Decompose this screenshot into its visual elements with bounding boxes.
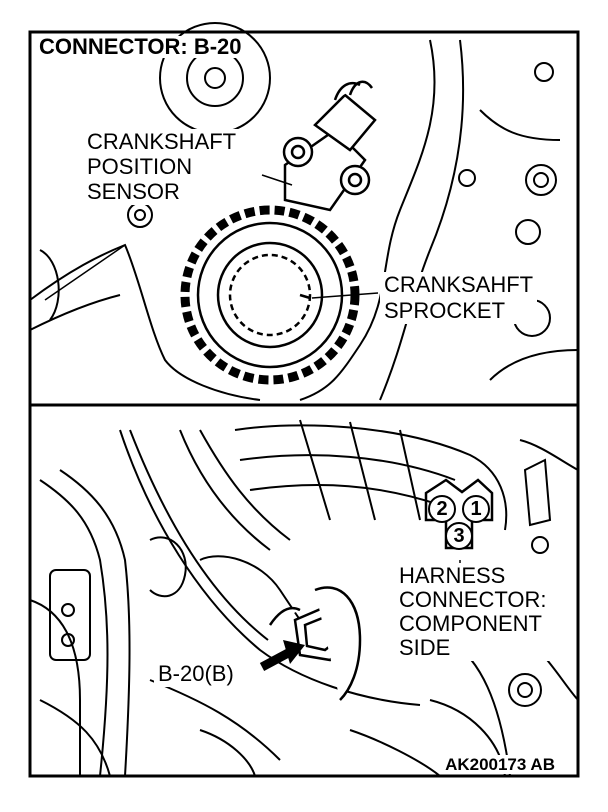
harness-label-line2: CONNECTOR: <box>399 587 547 612</box>
sensor-label-line3: SENSOR <box>87 179 180 204</box>
connector-ref-label: B-20(B) <box>154 661 238 687</box>
harness-label-line3: COMPONENT <box>399 611 542 636</box>
sensor-label-line1: CRANKSHAFT <box>87 129 237 154</box>
top-leader-lines <box>44 174 379 301</box>
crank-sensor-shape <box>282 80 377 212</box>
harness-label: HARNESS CONNECTOR: COMPONENT SIDE <box>396 563 550 661</box>
page-title: CONNECTOR: B-20 <box>36 36 245 58</box>
sensor-label: CRANKSHAFT POSITION SENSOR <box>83 129 241 205</box>
harness-label-line1: HARNESS <box>399 563 506 588</box>
figure-code: AK200173 AB <box>442 755 558 774</box>
pin-2: 2 <box>428 495 456 523</box>
sprocket-label-line2: SPROCKET <box>384 298 506 323</box>
sensor-label-line2: POSITION <box>87 154 193 179</box>
connector-pointer-arrow <box>259 640 305 671</box>
top-engine-illustration <box>29 22 579 401</box>
sprocket-label: CRANKSAHFT SPROCKET <box>380 272 538 324</box>
b20-connector-shape <box>268 586 362 701</box>
pin-1: 1 <box>462 495 490 523</box>
harness-label-line4: SIDE <box>399 635 451 660</box>
pin-3: 3 <box>445 522 473 550</box>
sprocket-label-line1: CRANKSAHFT <box>384 272 534 297</box>
